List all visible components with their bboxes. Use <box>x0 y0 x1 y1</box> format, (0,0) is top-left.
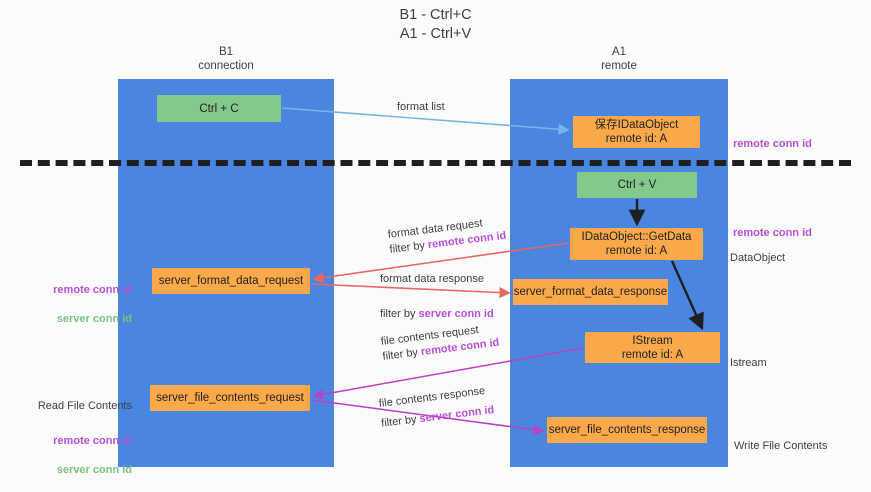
arrow-label-file-contents-response: file contents response filter by server … <box>378 383 495 432</box>
box-ctrl-v[interactable]: Ctrl + V <box>577 172 697 198</box>
box-server-file-contents-request[interactable]: server_file_contents_request <box>150 385 310 411</box>
box-save-idataobject[interactable]: 保存IDataObject remote id: A <box>573 116 700 148</box>
annotation-right-dataobject: DataObject <box>730 236 785 265</box>
annotation-right-remote-conn-id-1: remote conn id <box>733 122 812 151</box>
box-ctrl-c[interactable]: Ctrl + C <box>157 95 281 122</box>
arrow-label-format-data-request: format data request filter by remote con… <box>387 214 507 258</box>
annotation-left-read-file-contents: Read File Contents <box>37 399 132 412</box>
annotation-left-server-conn-id-2: server conn id <box>56 463 132 476</box>
box-idataobject-getdata[interactable]: IDataObject::GetData remote id: A <box>570 228 703 260</box>
annotation-right-dataobject-text: DataObject <box>730 251 786 264</box>
arrow-label-format-data-response: format data response filter by server co… <box>380 272 494 322</box>
fcresp-filter-prefix: filter by <box>380 413 421 430</box>
page-title: B1 - Ctrl+C A1 - Ctrl+V <box>399 7 472 42</box>
annotation-left-read-file-contents-group: Read File Contents remote conn id server… <box>22 384 132 492</box>
annotation-left-remote-conn-id-2: remote conn id <box>53 434 132 447</box>
annotation-left-server-conn-id: server conn id <box>56 312 132 325</box>
lane-header-b1: B1 connection <box>198 46 254 72</box>
arrow-label-format-list-text: format list <box>397 101 445 113</box>
box-server-format-data-response[interactable]: server_format_data_response <box>513 279 668 305</box>
annotation-left-conn-ids: remote conn id server conn id <box>22 268 132 341</box>
diagram-canvas: B1 - Ctrl+C A1 - Ctrl+V B1 connection A1… <box>20 7 851 476</box>
box-istream[interactable]: IStream remote id: A <box>585 332 720 363</box>
arrow-label-fdresp-filter: filter by server conn id <box>380 307 494 322</box>
fdresp-filter-prefix: filter by <box>380 308 419 320</box>
annotation-right-istream-text: Istream <box>730 356 767 369</box>
annotation-right-write-file-contents-text: Write File Contents <box>734 439 828 452</box>
phase-divider-dashed-line <box>20 160 851 166</box>
box-server-file-contents-response[interactable]: server_file_contents_response <box>547 417 707 443</box>
annotation-right-write-file-contents: Write File Contents <box>734 424 827 453</box>
box-server-format-data-request[interactable]: server_format_data_request <box>152 268 310 294</box>
fdresp-filter-key: server conn id <box>418 308 494 320</box>
annotation-right-remote-conn-id-2: remote conn id <box>733 211 812 240</box>
annotation-right-istream: Istream <box>730 341 767 370</box>
annotation-left-remote-conn-id: remote conn id <box>53 283 132 296</box>
fdreq-filter-prefix: filter by <box>388 239 429 256</box>
fcresp-filter-key: server conn id <box>418 403 495 426</box>
annotation-right-remote-conn-id-1-text: remote conn id <box>733 137 812 150</box>
fcreq-filter-prefix: filter by <box>381 346 422 363</box>
lane-header-a1: A1 remote <box>601 46 637 72</box>
arrow-label-file-contents-request: file contents request filter by remote c… <box>380 321 500 365</box>
arrow-label-fdresp-title: format data response <box>380 273 484 285</box>
arrow-label-format-list: format list <box>397 100 445 115</box>
annotation-right-remote-conn-id-2-text: remote conn id <box>733 226 812 239</box>
